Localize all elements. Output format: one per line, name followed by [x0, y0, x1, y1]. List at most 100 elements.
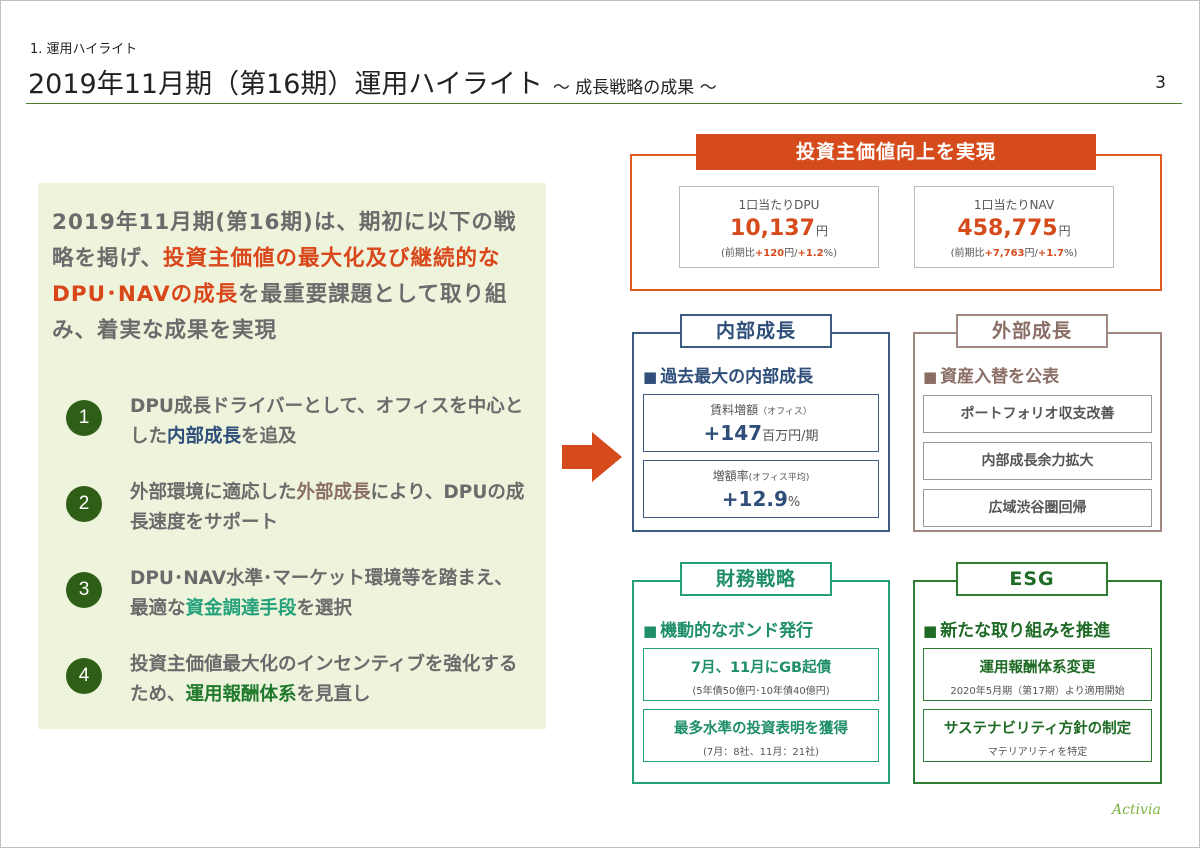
- fee-structure-note: 2020年5月期（第17期）より適用開始: [950, 686, 1125, 697]
- item-text: DPU成長ドライバーとして、オフィスを中心とした内部成長を追及: [130, 392, 530, 452]
- item-emphasis: 内部成長: [167, 426, 242, 447]
- external-sub-text: 資産入替を公表: [940, 367, 1060, 387]
- item-number-badge: 2: [66, 486, 102, 522]
- nav-change: (前期比+7,763円/+1.7%): [915, 244, 1113, 259]
- square-bullet-icon: ■: [923, 368, 938, 386]
- sustainability-policy-note: マテリアリティを特定: [987, 747, 1088, 758]
- esg-sub-text: 新たな取り組みを推進: [940, 621, 1111, 641]
- page-title: 2019年11月期（第16期）運用ハイライト ～ 成長戦略の成果 ～: [28, 62, 717, 101]
- nav-change-pct: +1.7: [1037, 248, 1064, 259]
- item-text-pre: 投資主価値最大化のインセンティブを強化するため、: [130, 654, 518, 705]
- title-divider: [26, 103, 1182, 104]
- external-item: 広域渋谷圏回帰: [923, 489, 1152, 527]
- title-subtitle: ～ 成長戦略の成果 ～: [552, 78, 717, 98]
- nav-change-unit: 円/: [1024, 248, 1038, 259]
- strategy-item: 1 DPU成長ドライバーとして、オフィスを中心とした内部成長を追及: [66, 392, 536, 462]
- unitholder-value-heading: 投資主価値向上を実現: [696, 134, 1096, 170]
- finance-strategy-subheading: ■機動的なボンド発行: [643, 616, 813, 641]
- strategy-item: 3 DPU･NAV水準･マーケット環境等を踏まえ、最適な資金調達手段を選択: [66, 564, 536, 634]
- internal-growth-heading: 内部成長: [680, 314, 832, 348]
- title-main: 2019年11月期（第16期）運用ハイライト: [28, 69, 543, 100]
- rent-value-unit: 百万円/期: [762, 429, 819, 444]
- internal-sub-text: 過去最大の内部成長: [660, 367, 814, 387]
- page-number: 3: [1155, 73, 1166, 93]
- item-text-pre: 外部環境に適応した: [130, 482, 297, 503]
- rent-value-number: +147: [703, 421, 763, 445]
- increase-rate-value: +12.9%: [644, 487, 878, 511]
- dpu-change-prefix: (前期比: [720, 248, 755, 259]
- nav-label: 1口当たりNAV: [973, 198, 1055, 212]
- rate-label-text: 増額率: [712, 469, 749, 483]
- external-growth-subheading: ■資産入替を公表: [923, 362, 1059, 387]
- rent-increase-value: +147百万円/期: [644, 421, 878, 445]
- dpu-change-unit: 円/: [784, 248, 798, 259]
- nav-change-amount: +7,763: [984, 248, 1025, 259]
- item-text-post: を追及: [241, 426, 297, 447]
- increase-rate-label: 増額率(オフィス平均): [644, 467, 878, 484]
- rate-value-number: +12.9: [721, 487, 788, 511]
- nav-card: 1口当たりNAV 458,775円 (前期比+7,763円/+1.7%): [914, 186, 1114, 268]
- right-arrow-icon: [562, 432, 622, 482]
- nav-change-prefix: (前期比: [950, 248, 985, 259]
- finance-sub-text: 機動的なボンド発行: [660, 621, 814, 641]
- item-text-post: を見直し: [296, 684, 371, 705]
- esg-subheading: ■新たな取り組みを推進: [923, 616, 1110, 641]
- item-number-badge: 4: [66, 658, 102, 694]
- rent-increase-label: 賃料増額（オフィス）: [644, 401, 878, 418]
- fee-structure-main: 運用報酬体系変更: [979, 660, 1096, 676]
- item-emphasis: 資金調達手段: [185, 598, 297, 619]
- dpu-change-amount: +120: [754, 248, 785, 259]
- dpu-change: (前期比+120円/+1.2%): [680, 244, 878, 259]
- green-bond-note: (5年債50億円･10年債40億円): [692, 686, 830, 697]
- nav-number: 458,775: [957, 216, 1058, 241]
- sustainability-policy-main: サステナビリティ方針の制定: [943, 721, 1132, 737]
- esg-heading: ESG: [956, 562, 1108, 596]
- nav-change-suffix: %): [1063, 248, 1078, 259]
- dpu-unit: 円: [815, 224, 828, 238]
- external-growth-heading: 外部成長: [956, 314, 1108, 348]
- investment-intent-card: 最多水準の投資表明を獲得 (7月：8社、11月：21社): [643, 709, 879, 762]
- item-number-badge: 3: [66, 572, 102, 608]
- external-item: ポートフォリオ収支改善: [923, 395, 1152, 433]
- item-text-pre: DPU･NAV水準･マーケット環境等を踏まえ、最適な: [130, 568, 513, 619]
- rent-increase-card: 賃料増額（オフィス） +147百万円/期: [643, 394, 879, 452]
- lead-emphasis: 投資主価値の最大化及び継続的なDPU･NAVの成長: [52, 246, 501, 307]
- item-text: 投資主価値最大化のインセンティブを強化するため、運用報酬体系を見直し: [130, 650, 530, 710]
- increase-rate-card: 増額率(オフィス平均) +12.9%: [643, 460, 879, 518]
- dpu-label: 1口当たりDPU: [738, 198, 820, 212]
- strategy-item: 4 投資主価値最大化のインセンティブを強化するため、運用報酬体系を見直し: [66, 650, 536, 720]
- lead-part1: 2019年11月期(第16期)は、期初に以下の戦略を掲げ、: [52, 210, 517, 271]
- item-text-pre: DPU成長ドライバーとして、オフィスを中心とした: [130, 396, 524, 447]
- sustainability-policy-card: サステナビリティ方針の制定 マテリアリティを特定: [923, 709, 1152, 762]
- item-text-post: を選択: [296, 598, 353, 619]
- external-item: 内部成長余力拡大: [923, 442, 1152, 480]
- investment-intent-note: (7月：8社、11月：21社): [703, 747, 819, 758]
- finance-strategy-heading: 財務戦略: [680, 562, 832, 596]
- lead-part2: を最重要課題として取り組み、着実な成果を実現: [52, 282, 508, 343]
- dpu-change-suffix: %): [823, 248, 838, 259]
- rent-label-text: 賃料増額: [710, 403, 759, 417]
- nav-unit: 円: [1058, 224, 1071, 238]
- dpu-value: 10,137円: [680, 216, 878, 241]
- dpu-change-pct: +1.2: [797, 248, 824, 259]
- square-bullet-icon: ■: [643, 368, 658, 386]
- internal-growth-subheading: ■過去最大の内部成長: [643, 362, 813, 387]
- strategy-panel: [38, 183, 546, 729]
- section-label: 1. 運用ハイライト: [30, 42, 138, 57]
- nav-value: 458,775円: [915, 216, 1113, 241]
- item-text-post: により、DPUの成長速度をサポート: [130, 482, 525, 533]
- dpu-card: 1口当たりDPU 10,137円 (前期比+120円/+1.2%): [679, 186, 879, 268]
- fee-structure-card: 運用報酬体系変更 2020年5月期（第17期）より適用開始: [923, 648, 1152, 701]
- strategy-item: 2 外部環境に適応した外部成長により、DPUの成長速度をサポート: [66, 478, 536, 548]
- rent-label-note: （オフィス）: [758, 407, 812, 417]
- item-text: DPU･NAV水準･マーケット環境等を踏まえ、最適な資金調達手段を選択: [130, 564, 530, 624]
- activia-logo: Activia: [1112, 802, 1161, 818]
- green-bond-card: 7月、11月にGB起債 (5年債50億円･10年債40億円): [643, 648, 879, 701]
- item-emphasis: 外部成長: [296, 482, 371, 503]
- green-bond-main: 7月、11月にGB起債: [690, 660, 832, 676]
- item-emphasis: 運用報酬体系: [185, 684, 297, 705]
- item-text: 外部環境に適応した外部成長により、DPUの成長速度をサポート: [130, 478, 530, 538]
- dpu-number: 10,137: [730, 216, 815, 241]
- square-bullet-icon: ■: [643, 622, 658, 640]
- strategy-lead: 2019年11月期(第16期)は、期初に以下の戦略を掲げ、投資主価値の最大化及び…: [52, 205, 538, 349]
